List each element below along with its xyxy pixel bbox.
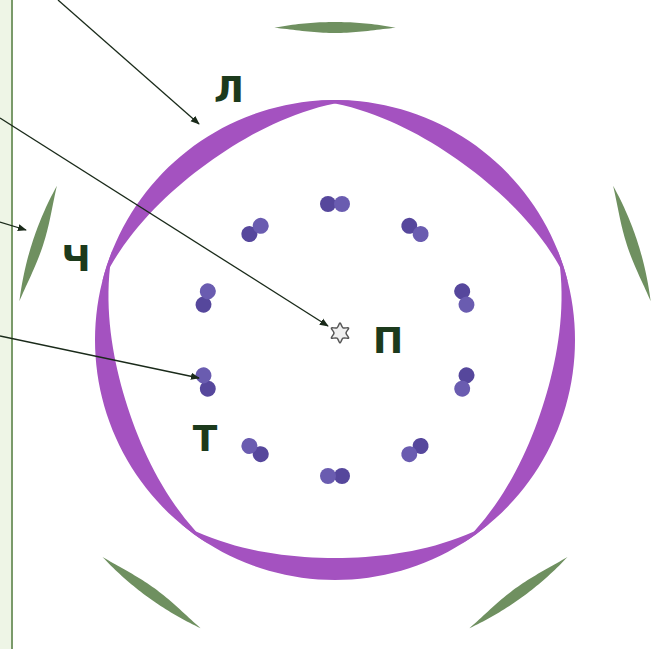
stamens bbox=[193, 196, 476, 484]
stamen-symbol bbox=[398, 215, 432, 246]
stamen-symbol bbox=[193, 281, 217, 314]
leader-line bbox=[0, 222, 26, 230]
panel-border bbox=[11, 0, 13, 649]
petal-shape bbox=[462, 250, 575, 543]
sepal-shape bbox=[102, 557, 200, 628]
part-label: Л bbox=[214, 72, 244, 108]
stamen-symbol bbox=[320, 196, 350, 212]
sepal-shape bbox=[469, 557, 567, 628]
petal-shape bbox=[95, 250, 208, 543]
stamen-symbol bbox=[193, 365, 217, 398]
stamen-symbol bbox=[398, 435, 432, 466]
petal-shape bbox=[102, 100, 352, 282]
leader-line bbox=[0, 118, 328, 326]
stamen-symbol bbox=[452, 365, 476, 398]
pistil-symbol bbox=[331, 323, 348, 343]
sepals bbox=[19, 22, 650, 628]
petals bbox=[95, 100, 575, 580]
sepal-shape bbox=[613, 186, 651, 301]
sepal-shape bbox=[274, 22, 395, 33]
stamen-symbol bbox=[238, 215, 272, 246]
petal-shape bbox=[181, 524, 490, 580]
part-label: П bbox=[373, 323, 403, 359]
sepal-shape bbox=[19, 186, 57, 301]
leader-line bbox=[58, 0, 199, 124]
side-panel bbox=[0, 0, 12, 649]
leader-lines bbox=[0, 0, 328, 378]
part-label: Т bbox=[193, 421, 218, 457]
part-label: Ч bbox=[61, 241, 90, 277]
stamen-symbol bbox=[238, 435, 272, 466]
stamen-symbol bbox=[452, 281, 476, 314]
leader-line bbox=[0, 336, 199, 378]
stamen-symbol bbox=[320, 468, 350, 484]
petal-shape bbox=[318, 100, 568, 282]
